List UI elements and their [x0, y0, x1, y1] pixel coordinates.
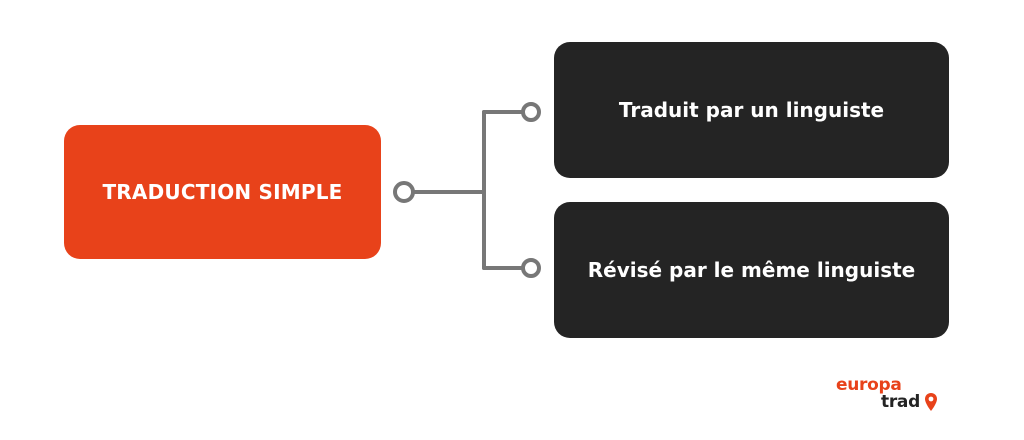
- child-node-revised: Révisé par le même linguiste: [554, 202, 949, 338]
- connector-node-child-2: [521, 258, 541, 278]
- europatrad-logo: europa trad: [836, 376, 946, 416]
- logo-text-europa: europa: [836, 375, 902, 395]
- root-node-label: TRADUCTION SIMPLE: [102, 180, 343, 204]
- child-node-label: Traduit par un linguiste: [618, 98, 885, 122]
- child-node-label: Révisé par le même linguiste: [587, 258, 916, 282]
- child-node-translated: Traduit par un linguiste: [554, 42, 949, 178]
- connector-node-root: [393, 181, 415, 203]
- root-node: TRADUCTION SIMPLE: [64, 125, 381, 259]
- logo-text-trad: trad: [881, 392, 920, 412]
- connector-node-child-1: [521, 102, 541, 122]
- location-pin-icon: [925, 393, 937, 411]
